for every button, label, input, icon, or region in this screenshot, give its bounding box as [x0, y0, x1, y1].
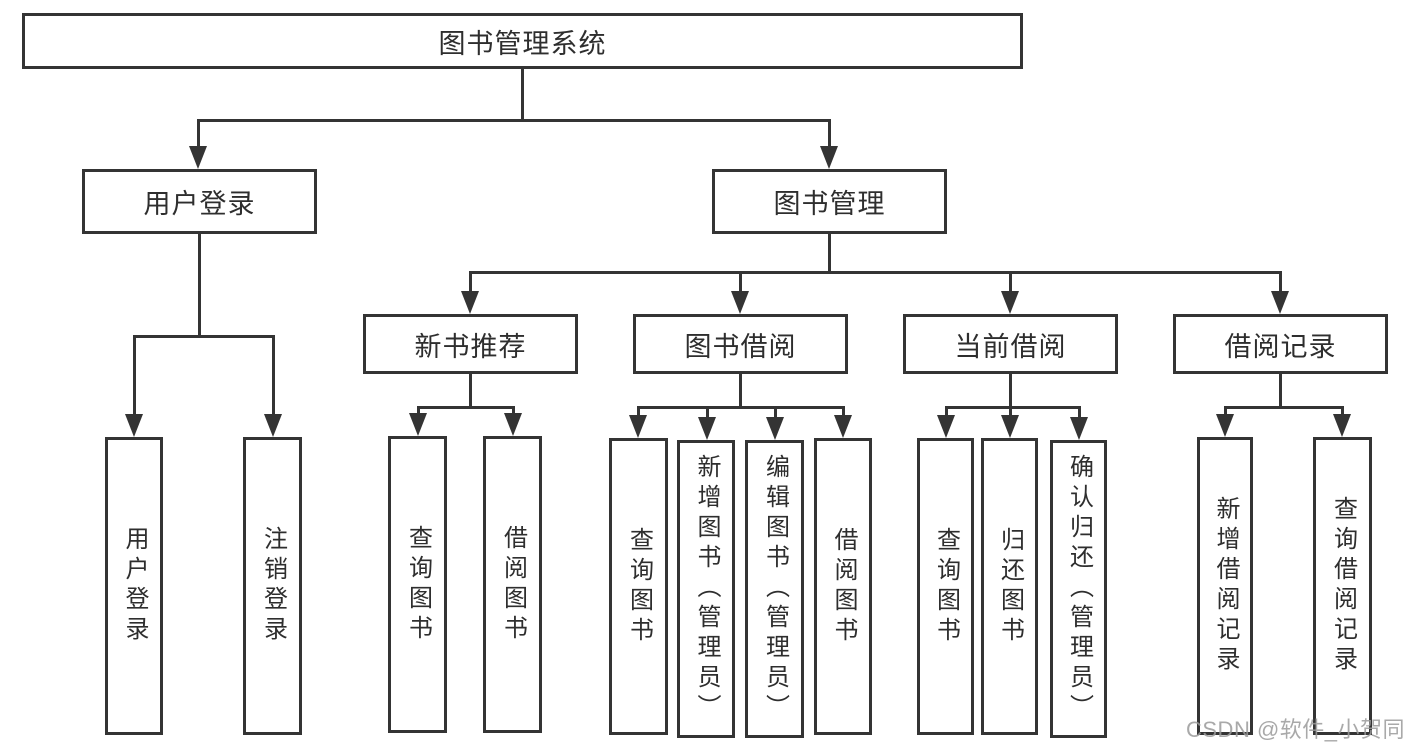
arrow-down-icon — [264, 414, 282, 437]
arrow-down-icon — [461, 291, 479, 314]
arrow-down-icon — [1333, 414, 1351, 437]
arrow-down-icon — [189, 146, 207, 169]
connector-drop — [1279, 271, 1282, 305]
node-borrow-records: 借阅记录 — [1173, 314, 1388, 374]
node-new-book-rec: 新书推荐 — [363, 314, 578, 374]
arrow-down-icon — [504, 413, 522, 436]
node-leaf-logout: 注销登录 — [243, 437, 302, 735]
connector-drop — [469, 271, 472, 305]
arrow-down-icon — [629, 415, 647, 438]
node-book-mgmt: 图书管理 — [712, 169, 947, 234]
connector-rail — [469, 271, 1282, 274]
node-leaf-query-book-new: 查询图书 — [388, 436, 447, 733]
connector-drop — [739, 271, 742, 305]
node-leaf-add-borrow-record: 新增借阅记录 — [1197, 437, 1253, 735]
node-current-borrow: 当前借阅 — [903, 314, 1118, 374]
node-leaf-user-login: 用户登录 — [105, 437, 163, 735]
node-label: 归还图书 — [996, 526, 1024, 647]
connector-stem — [739, 374, 742, 408]
node-label: 查询图书 — [932, 526, 960, 647]
node-leaf-confirm-return: 确认归还（管理员） — [1050, 440, 1107, 738]
connector-stem — [521, 69, 524, 121]
arrow-down-icon — [125, 414, 143, 437]
connector-stem — [1009, 374, 1012, 408]
connector-rail — [637, 406, 845, 409]
node-leaf-add-book: 新增图书（管理员） — [677, 440, 735, 738]
connector-stem — [469, 374, 472, 408]
node-label: 用户登录 — [143, 189, 256, 219]
node-leaf-borrow-book-borrow: 借阅图书 — [814, 438, 872, 735]
node-leaf-edit-book: 编辑图书（管理员） — [745, 440, 804, 738]
node-label: 编辑图书（管理员） — [761, 454, 789, 724]
node-user-login: 用户登录 — [82, 169, 317, 234]
arrow-down-icon — [409, 413, 427, 436]
node-label: 借阅记录 — [1224, 331, 1337, 362]
node-label: 新书推荐 — [414, 331, 527, 362]
connector-drop — [828, 119, 831, 160]
node-label: 新增借阅记录 — [1212, 496, 1239, 676]
node-label: 注销登录 — [259, 526, 287, 646]
node-label: 查询图书 — [404, 524, 432, 645]
arrow-down-icon — [1070, 417, 1088, 440]
connector-drop — [133, 335, 136, 428]
node-label: 图书管理 — [773, 189, 886, 219]
node-leaf-query-borrow-record: 查询借阅记录 — [1313, 437, 1372, 735]
connector-rail — [417, 406, 515, 409]
connector-rail — [1224, 406, 1344, 409]
node-label: 借阅图书 — [499, 524, 527, 645]
arrow-down-icon — [937, 415, 955, 438]
node-label: 查询图书 — [625, 526, 653, 647]
node-book-borrow: 图书借阅 — [633, 314, 848, 374]
arrow-down-icon — [698, 417, 716, 440]
connector-stem — [828, 234, 831, 273]
connector-stem — [198, 234, 201, 337]
arrow-down-icon — [1271, 291, 1289, 314]
node-label: 借阅图书 — [830, 526, 857, 647]
connector-drop — [197, 119, 200, 160]
node-leaf-return-book: 归还图书 — [981, 438, 1038, 735]
connector-stem — [1279, 374, 1282, 408]
arrow-down-icon — [820, 146, 838, 169]
connector-drop — [1009, 271, 1012, 305]
watermark: CSDN @软件_小贺同学 — [1186, 717, 1405, 742]
node-root: 图书管理系统 — [22, 13, 1023, 69]
arrow-down-icon — [1001, 415, 1019, 438]
node-leaf-query-book-borrow: 查询图书 — [609, 438, 668, 735]
node-label: 确认归还（管理员） — [1065, 454, 1093, 724]
node-leaf-query-book-current: 查询图书 — [917, 438, 974, 735]
connector-drop — [272, 335, 275, 428]
arrow-down-icon — [731, 291, 749, 314]
arrow-down-icon — [1216, 414, 1234, 437]
arrow-down-icon — [834, 415, 852, 438]
arrow-down-icon — [766, 417, 784, 440]
node-label: 查询借阅记录 — [1329, 496, 1357, 676]
node-label: 当前借阅 — [954, 331, 1067, 362]
connector-rail — [945, 406, 1081, 409]
arrow-down-icon — [1001, 291, 1019, 314]
node-label: 图书借阅 — [684, 331, 797, 362]
node-label: 图书管理系统 — [438, 28, 607, 59]
node-label: 用户登录 — [121, 526, 148, 646]
node-label: 新增图书（管理员） — [693, 454, 720, 724]
connector-rail — [197, 119, 831, 122]
node-leaf-borrow-book-new: 借阅图书 — [483, 436, 542, 733]
connector-rail — [133, 335, 275, 338]
